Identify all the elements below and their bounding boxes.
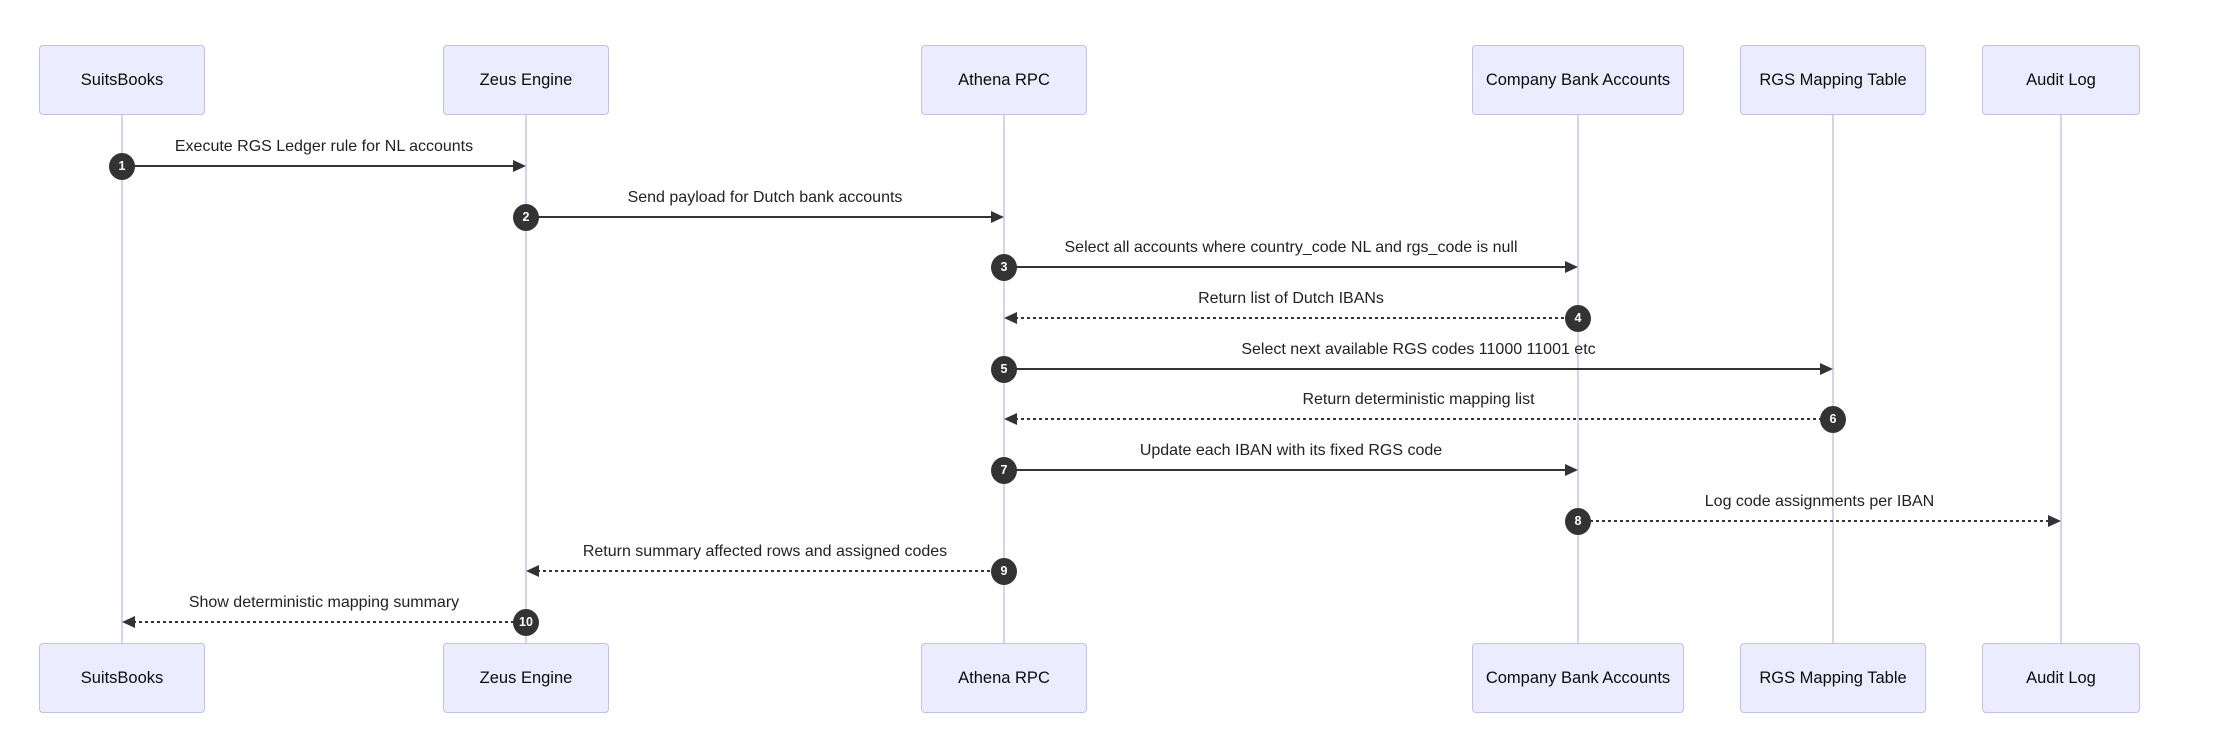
- message-4-label: Return list of Dutch IBANs: [1198, 290, 1384, 307]
- message-1-label: Execute RGS Ledger rule for NL accounts: [174, 138, 474, 155]
- message-9-arrowhead-icon: [526, 565, 539, 577]
- message-3-arrowhead-icon: [1565, 261, 1578, 273]
- actor-box-top-suitsbooks: SuitsBooks: [39, 45, 205, 115]
- actor-label-company-bank-accounts: Company Bank Accounts: [1485, 668, 1671, 687]
- actor-label-audit-log: Audit Log: [2026, 70, 2096, 89]
- message-1-arrowhead-icon: [513, 160, 526, 172]
- actor-box-top-audit-log: Audit Log: [1982, 45, 2140, 115]
- message-2-number-badge: 2: [513, 203, 539, 231]
- message-1-line: [122, 165, 515, 167]
- message-6-line: [1015, 418, 1833, 420]
- actor-box-bottom-suitsbooks: SuitsBooks: [39, 643, 205, 713]
- message-7-label: Update each IBAN with its fixed RGS code: [1139, 442, 1443, 459]
- message-9-line: [537, 570, 1004, 572]
- message-10-number-badge: 10: [513, 608, 539, 636]
- message-5-label: Select next available RGS codes 11000 11…: [1241, 341, 1596, 358]
- actor-box-top-rgs-mapping-table: RGS Mapping Table: [1740, 45, 1926, 115]
- message-10-arrowhead-icon: [122, 616, 135, 628]
- message-4-line: [1015, 317, 1578, 319]
- message-10-line: [133, 621, 526, 623]
- message-5-arrowhead-icon: [1820, 363, 1833, 375]
- actor-box-top-athena-rpc: Athena RPC: [921, 45, 1087, 115]
- message-9-number-badge: 9: [991, 557, 1017, 585]
- lifeline-company-bank-accounts: [1577, 115, 1579, 643]
- actor-label-zeus-engine: Zeus Engine: [479, 668, 573, 687]
- actor-box-bottom-zeus-engine: Zeus Engine: [443, 643, 609, 713]
- message-6-number-badge: 6: [1820, 405, 1846, 433]
- lifeline-rgs-mapping-table: [1832, 115, 1834, 643]
- message-7-number-badge: 7: [991, 456, 1017, 484]
- message-3-label: Select all accounts where country_code N…: [1064, 239, 1518, 256]
- message-1-number-badge: 1: [109, 152, 135, 180]
- message-9-label: Return summary affected rows and assigne…: [582, 543, 948, 560]
- actor-label-rgs-mapping-table: RGS Mapping Table: [1759, 668, 1907, 687]
- message-2-label: Send payload for Dutch bank accounts: [627, 189, 903, 206]
- message-6-arrowhead-icon: [1004, 413, 1017, 425]
- actor-box-bottom-athena-rpc: Athena RPC: [921, 643, 1087, 713]
- message-3-number-badge: 3: [991, 253, 1017, 281]
- actor-label-athena-rpc: Athena RPC: [958, 668, 1050, 687]
- actor-box-top-company-bank-accounts: Company Bank Accounts: [1472, 45, 1684, 115]
- lifeline-suitsbooks: [121, 115, 123, 643]
- actor-label-rgs-mapping-table: RGS Mapping Table: [1759, 70, 1907, 89]
- message-3-line: [1004, 266, 1567, 268]
- actor-box-top-zeus-engine: Zeus Engine: [443, 45, 609, 115]
- message-8-arrowhead-icon: [2048, 515, 2061, 527]
- lifeline-audit-log: [2060, 115, 2062, 643]
- message-8-label: Log code assignments per IBAN: [1704, 493, 1935, 510]
- message-8-number-badge: 8: [1565, 507, 1591, 535]
- message-5-number-badge: 5: [991, 355, 1017, 383]
- message-8-line: [1578, 520, 2050, 522]
- message-4-arrowhead-icon: [1004, 312, 1017, 324]
- actor-box-bottom-rgs-mapping-table: RGS Mapping Table: [1740, 643, 1926, 713]
- message-10-label: Show deterministic mapping summary: [188, 594, 460, 611]
- actor-label-audit-log: Audit Log: [2026, 668, 2096, 687]
- actor-label-zeus-engine: Zeus Engine: [479, 70, 573, 89]
- actor-label-company-bank-accounts: Company Bank Accounts: [1485, 70, 1671, 89]
- actor-box-bottom-company-bank-accounts: Company Bank Accounts: [1472, 643, 1684, 713]
- actor-label-suitsbooks: SuitsBooks: [80, 668, 164, 687]
- message-7-line: [1004, 469, 1567, 471]
- message-2-line: [526, 216, 993, 218]
- actor-label-suitsbooks: SuitsBooks: [80, 70, 164, 89]
- actor-box-bottom-audit-log: Audit Log: [1982, 643, 2140, 713]
- actor-label-athena-rpc: Athena RPC: [958, 70, 1050, 89]
- message-6-label: Return deterministic mapping list: [1302, 391, 1535, 408]
- message-5-line: [1004, 368, 1822, 370]
- lifeline-zeus-engine: [525, 115, 527, 643]
- message-2-arrowhead-icon: [991, 211, 1004, 223]
- message-7-arrowhead-icon: [1565, 464, 1578, 476]
- message-4-number-badge: 4: [1565, 304, 1591, 332]
